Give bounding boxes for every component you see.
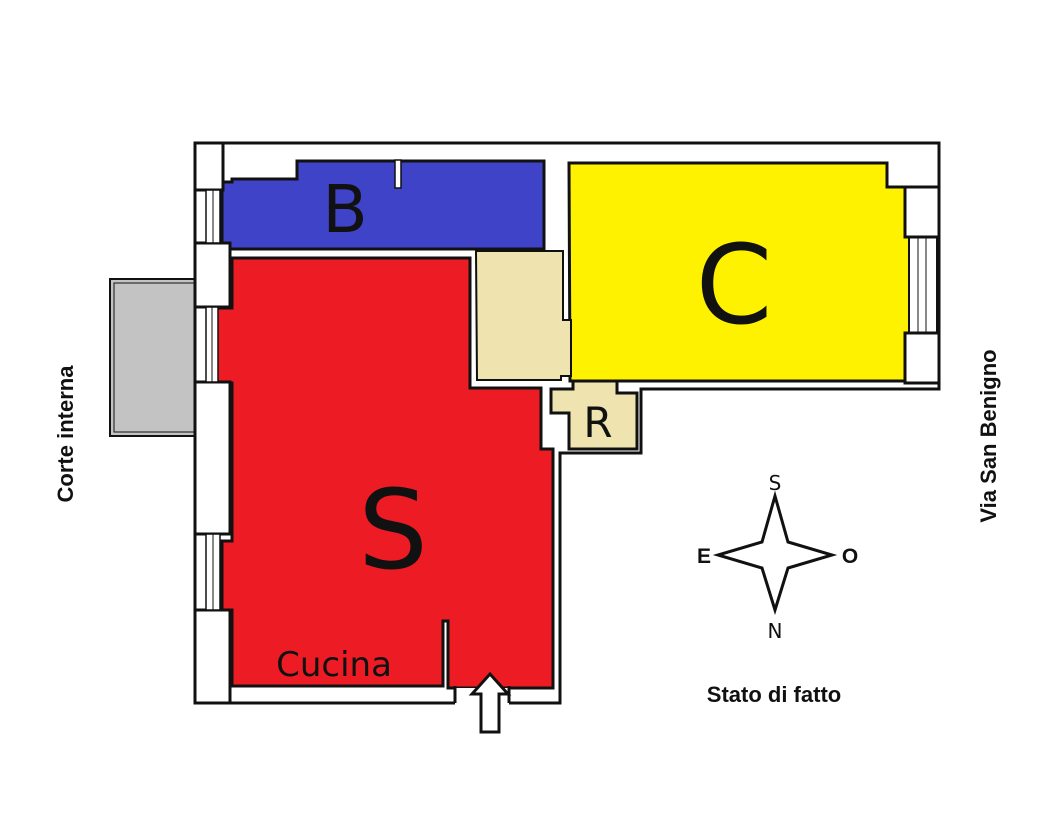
- compass-right-letter: O: [842, 545, 858, 568]
- compass-star-icon: [712, 490, 838, 616]
- compass-bottom-letter: N: [768, 619, 783, 643]
- status-caption: Stato di fatto: [707, 682, 841, 707]
- room-letter-b: B: [322, 171, 367, 248]
- compass-left-letter: E: [697, 545, 711, 568]
- room-letter-c: C: [696, 221, 773, 349]
- bath-window-mark: [394, 159, 402, 189]
- compass-rose: S N E O: [697, 471, 858, 643]
- room-bagno: [220, 159, 546, 251]
- room-letter-s: S: [358, 466, 428, 594]
- balcony: [109, 278, 199, 437]
- kitchen-label: Cucina: [276, 645, 392, 685]
- room-disimpegno: [474, 250, 572, 381]
- compass-top-letter: S: [769, 471, 782, 495]
- courtyard-label: Corte interna: [53, 365, 78, 503]
- entrance: [453, 671, 512, 734]
- room-ripostiglio: [549, 379, 639, 451]
- entrance-arrow-icon: [468, 671, 512, 734]
- windows-right: [903, 185, 941, 385]
- street-label: Via San Benigno: [976, 349, 1001, 522]
- windows-left: [205, 189, 221, 611]
- room-letter-r: R: [583, 398, 612, 447]
